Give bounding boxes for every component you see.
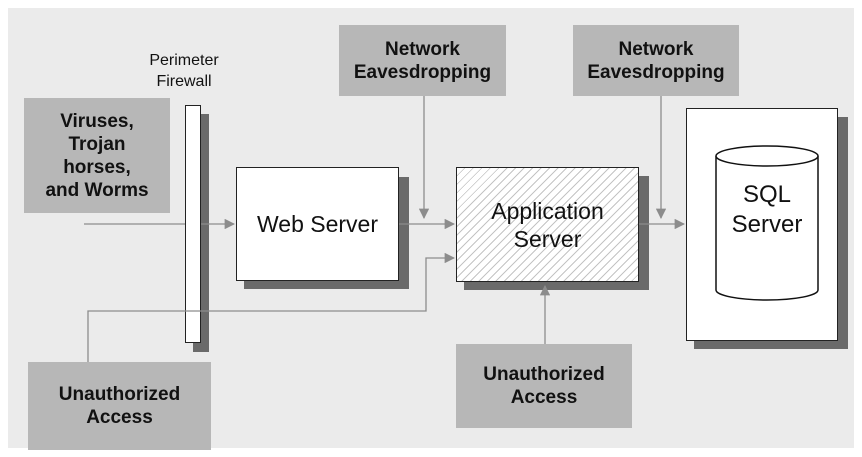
firewall-label: Perimeter Firewall <box>149 52 219 90</box>
threat-viruses: Viruses, Trojan horses, and Worms <box>24 98 170 213</box>
arrow-unauthorized-left <box>87 252 456 362</box>
application-server-label: Application Server <box>491 197 604 252</box>
sql-server-label: SQL Server <box>731 181 803 238</box>
threat-network-eavesdropping-left: Network Eavesdropping <box>339 25 506 96</box>
sql-database-icon <box>715 145 819 301</box>
threat-unauthorized-access-center: Unauthorized Access <box>456 344 632 428</box>
threat-network-eavesdropping-right: Network Eavesdropping <box>573 25 739 96</box>
threat-unauthorized-access-left: Unauthorized Access <box>28 362 211 450</box>
web-server: Web Server <box>236 167 399 281</box>
perimeter-firewall <box>185 105 201 343</box>
application-server: Application Server <box>456 167 639 282</box>
